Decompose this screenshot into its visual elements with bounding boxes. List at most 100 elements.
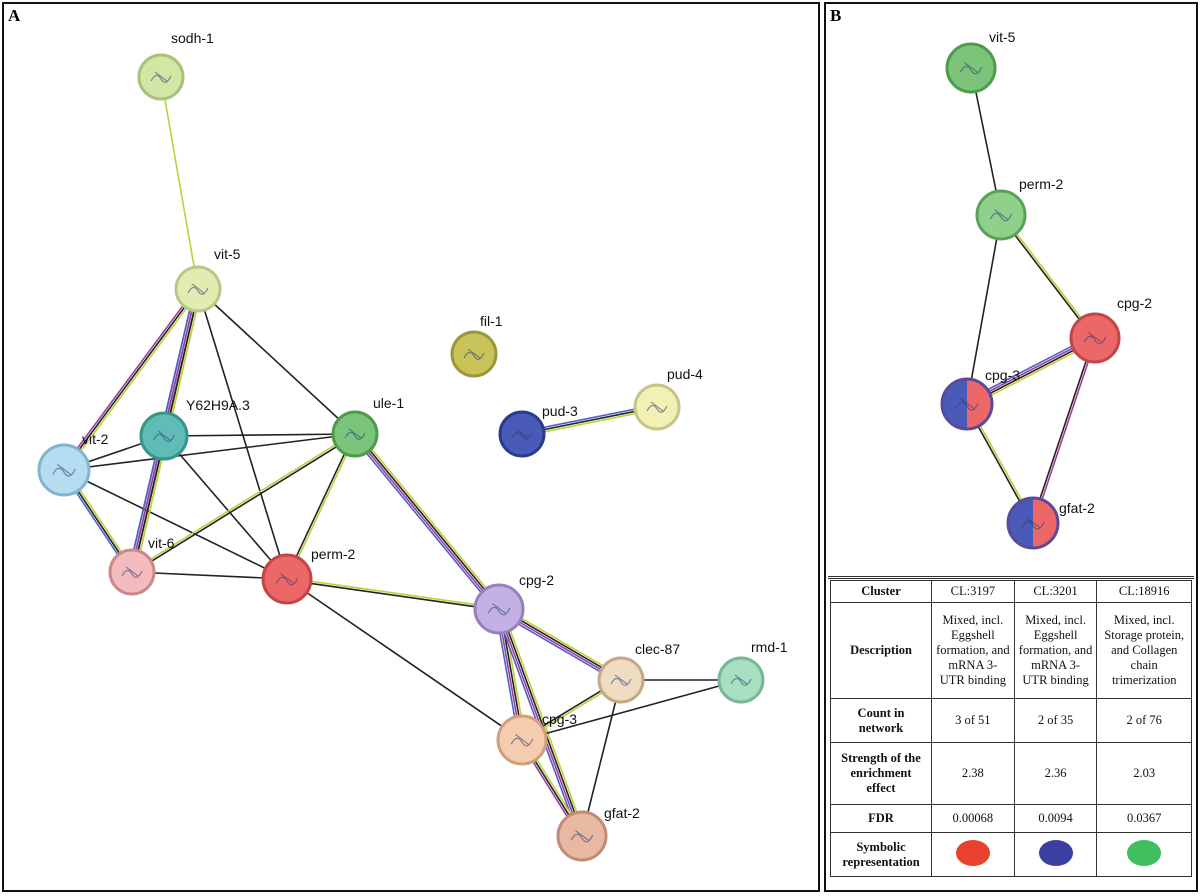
- node-label: perm-2: [1019, 176, 1064, 192]
- edge-line: [351, 435, 498, 612]
- edge-perm-2-cpg-2: [999, 213, 1097, 340]
- cluster-dot: [955, 839, 990, 866]
- cluster-id-cell: CL:3197: [931, 580, 1015, 603]
- symbol-cell: [1013, 832, 1098, 877]
- cluster-dot: [1038, 839, 1073, 866]
- count-row: Count in network 3 of 51 2 of 35 2 of 76: [830, 698, 1192, 743]
- edge-vit-5-perm-2: [197, 288, 288, 580]
- cluster-dot: [1127, 839, 1162, 866]
- edge-vit-2-perm-2: [63, 469, 288, 580]
- protein-structure-icon: [730, 674, 752, 686]
- node-label: cpg-2: [519, 572, 554, 588]
- protein-node-perm-2[interactable]: perm-2: [261, 546, 356, 605]
- protein-node-pud-4[interactable]: pud-4: [633, 366, 703, 431]
- node-label: gfat-2: [1059, 500, 1095, 516]
- count-cell: 2 of 76: [1096, 698, 1192, 743]
- fdr-cell: 0.0367: [1096, 804, 1192, 833]
- protein-structure-icon: [570, 830, 594, 843]
- edge-line: [287, 577, 500, 609]
- edge-line: [1001, 213, 1097, 338]
- protein-node-cpg-2[interactable]: cpg-2: [473, 572, 554, 635]
- edge-line: [966, 214, 1002, 405]
- edge-line: [61, 287, 197, 470]
- node-label: rmd-1: [751, 639, 788, 655]
- node-label: vit-2: [82, 431, 109, 447]
- protein-node-cpg-3[interactable]: cpg-3: [940, 367, 1020, 431]
- protein-structure-icon: [463, 348, 485, 360]
- protein-node-perm-2[interactable]: perm-2: [975, 176, 1064, 241]
- fdr-cell: 0.0094: [1013, 804, 1098, 833]
- edge-line: [1033, 338, 1097, 524]
- edge-vit-2-ule-1: [63, 433, 356, 471]
- edge-Y62H9A.3-perm-2: [163, 435, 288, 580]
- protein-node-ule-1[interactable]: ule-1: [331, 395, 404, 458]
- edge-line: [132, 434, 356, 574]
- node-label: sodh-1: [171, 30, 214, 46]
- strength-row: Strength of the enrichment effect 2.38 2…: [830, 742, 1192, 805]
- node-label: cpg-3: [985, 367, 1020, 383]
- fdr-header: FDR: [830, 804, 932, 833]
- edge-line: [999, 215, 1095, 340]
- protein-node-gfat-2[interactable]: gfat-2: [556, 805, 640, 862]
- count-cell: 2 of 35: [1013, 698, 1098, 743]
- protein-node-pud-3[interactable]: pud-3: [498, 403, 578, 458]
- node-label: perm-2: [311, 546, 356, 562]
- description-cell: Mixed, incl. Eggshell formation, and mRN…: [931, 602, 1015, 699]
- symbol-cell: [1096, 832, 1192, 877]
- a-nodes: sodh-1 vit-5 fil-1 pud-3 pud-4 Y62H9A.3 ule-1 v…: [37, 30, 788, 862]
- protein-node-sodh-1[interactable]: sodh-1: [137, 30, 214, 101]
- edge-ule-1-cpg-2: [351, 431, 503, 612]
- protein-node-vit-6[interactable]: vit-6: [108, 535, 175, 596]
- protein-structure-icon: [955, 397, 979, 411]
- cluster-id-cell: CL:18916: [1096, 580, 1192, 603]
- protein-structure-icon: [989, 209, 1013, 222]
- edge-line: [286, 578, 523, 741]
- edge-line: [160, 76, 199, 290]
- cluster-table-frame: [828, 576, 1194, 891]
- cluster-row: Cluster CL:3197 CL:3201 CL:18916: [830, 580, 1192, 603]
- protein-node-gfat-2[interactable]: gfat-2: [1006, 496, 1095, 550]
- protein-node-vit-5[interactable]: vit-5: [945, 29, 1016, 94]
- protein-node-cpg-2[interactable]: cpg-2: [1069, 295, 1152, 364]
- edge-line: [63, 288, 199, 471]
- count-header: Count in network: [830, 698, 932, 743]
- description-row: Description Mixed, incl. Eggshell format…: [830, 602, 1192, 699]
- protein-structure-icon: [510, 734, 534, 747]
- node-label: gfat-2: [604, 805, 640, 821]
- network-a: sodh-1 vit-5 fil-1 pud-3 pud-4 Y62H9A.3 ule-1 v…: [37, 30, 788, 862]
- b-nodes: vit-5 perm-2 cpg-2 cpg-3 gfat-2: [940, 29, 1152, 550]
- protein-node-fil-1[interactable]: fil-1: [450, 313, 503, 378]
- protein-node-vit-2[interactable]: vit-2: [37, 431, 109, 497]
- protein-node-rmd-1[interactable]: rmd-1: [717, 639, 788, 704]
- protein-structure-icon: [153, 430, 175, 443]
- protein-structure-icon: [610, 674, 632, 686]
- protein-node-Y62H9A.3[interactable]: Y62H9A.3: [139, 397, 250, 461]
- description-header: Description: [830, 602, 932, 699]
- protein-structure-icon: [487, 603, 511, 616]
- node-label: vit-6: [148, 535, 175, 551]
- protein-node-clec-87[interactable]: clec-87: [597, 641, 680, 704]
- protein-structure-icon: [121, 566, 143, 578]
- protein-structure-icon: [275, 573, 299, 586]
- protein-structure-icon: [646, 401, 668, 413]
- protein-structure-icon: [1083, 332, 1107, 345]
- edge-line: [286, 579, 499, 611]
- protein-node-cpg-3[interactable]: cpg-3: [496, 711, 577, 766]
- strength-cell: 2.38: [931, 742, 1015, 805]
- count-cell: 3 of 51: [931, 698, 1015, 743]
- node-label: ule-1: [373, 395, 404, 411]
- protein-node-vit-5[interactable]: vit-5: [174, 246, 241, 313]
- symbol-header: Symbolic representation: [830, 832, 932, 877]
- protein-structure-icon: [511, 428, 533, 440]
- edge-line: [355, 432, 501, 609]
- network-b: vit-5 perm-2 cpg-2 cpg-3 gfat-2: [940, 29, 1152, 550]
- edge-line: [501, 607, 586, 836]
- node-label: vit-5: [989, 29, 1016, 45]
- panel-a-letter: A: [8, 6, 21, 25]
- edge-line: [581, 679, 622, 837]
- node-label: Y62H9A.3: [186, 397, 250, 413]
- symbol-row: Symbolic representation: [830, 832, 1192, 877]
- node-label: pud-3: [542, 403, 578, 419]
- symbol-cell: [931, 832, 1015, 877]
- panel-a: A sodh-1 vit-5 fil-1 pud-3 pud-4 Y62H9A.3 ule-…: [2, 2, 820, 892]
